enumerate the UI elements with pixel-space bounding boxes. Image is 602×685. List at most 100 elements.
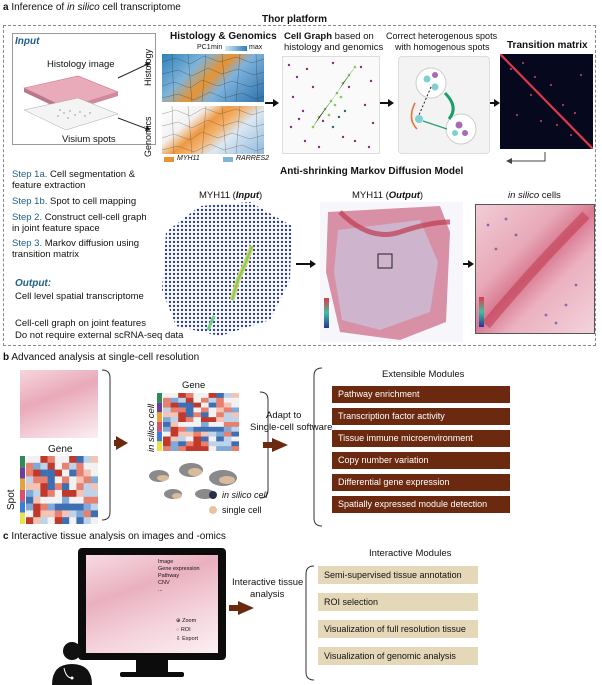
heatmap-cell (208, 417, 217, 423)
myh11-output-title: MYH11 (Output) (352, 190, 424, 201)
menu-more[interactable]: ... (158, 587, 163, 593)
menu-image[interactable]: Image (158, 559, 174, 565)
heatmap-cell (62, 483, 70, 491)
visium-spots-label: Visium spots (62, 134, 116, 145)
heatmap-cell (193, 431, 202, 437)
heatmap-cell (170, 436, 179, 442)
platform-title: Thor platform (262, 14, 327, 25)
heatmap-cell (90, 469, 98, 477)
transition-matrix-image (500, 54, 593, 149)
heatmap-cell (69, 483, 77, 491)
heatmap-cell (223, 431, 232, 437)
heatmap-cell (26, 476, 34, 484)
heatmap-cell (62, 503, 70, 511)
heatmap-cell (83, 483, 92, 491)
heatmap-cell (178, 446, 187, 451)
heatmap-cell (33, 496, 41, 504)
heatmap-cell (163, 402, 171, 408)
heatmap-cell (201, 417, 209, 423)
heatmap-cell (33, 476, 41, 484)
heatmap-cell (163, 412, 171, 418)
heatmap-cell (216, 422, 225, 428)
b-module-4: Differential gene expression (332, 474, 510, 491)
heatmap-cell (83, 496, 92, 504)
heatmap-cell (185, 422, 194, 428)
menu-gene-expression[interactable]: Gene expression (158, 566, 200, 572)
heatmap-cell (231, 402, 239, 408)
heatmap-cell (185, 446, 194, 451)
heatmap-cell (223, 422, 232, 428)
b-tissue-image (20, 370, 98, 438)
heatmap-cell (223, 407, 232, 413)
c-interactive-line1: Interactive tissue (232, 577, 304, 588)
heatmap-cell (170, 426, 179, 432)
heatmap-cell (223, 402, 232, 408)
heatmap-cell (223, 412, 232, 418)
heatmap-cell (83, 490, 92, 498)
heatmap-cell (33, 490, 41, 498)
b-legend-insilico: in silico cell (222, 490, 268, 500)
heatmap-cell (163, 407, 171, 413)
heatmap-cell (47, 490, 56, 498)
heatmap-cell (216, 407, 225, 413)
myh11-output-map (320, 202, 463, 342)
b-module-5: Spatially expressed module detection (332, 496, 510, 513)
tool-roi[interactable]: ◌ ROI (176, 627, 191, 633)
heatmap-cell (193, 393, 202, 399)
heatmap-cell (54, 517, 63, 524)
correct-spots-diagram (398, 56, 490, 154)
heatmap-cell (201, 446, 209, 451)
heatmap-cell (40, 490, 48, 498)
anti-shrinking-title: Anti-shrinking Markov Diffusion Model (280, 166, 464, 177)
pc1-label: PC1 (197, 44, 211, 51)
heatmap-cell (231, 441, 239, 447)
heatmap-cell (208, 397, 217, 403)
in-silico-cells-title: in silico cells (508, 190, 561, 201)
b-umap (143, 456, 245, 506)
heatmap-cell (208, 436, 217, 442)
heatmap-cell (163, 417, 171, 423)
output-text: Cell level spatial transcriptome (15, 291, 144, 302)
heatmap-cell (170, 417, 179, 423)
heatmap-cell (26, 517, 34, 524)
b-spot-label: Spot (6, 489, 17, 510)
heatmap-cell (62, 476, 70, 484)
heatmap-cell (193, 402, 202, 408)
heatmap-cell (163, 441, 171, 447)
zoom-icon: ⊕ (176, 618, 181, 624)
heatmap-cell (201, 441, 209, 447)
heatmap-cell (178, 431, 187, 437)
transition-matrix-title: Transition matrix (507, 40, 588, 51)
heatmap-cell (231, 426, 239, 432)
export-icon: ⇩ (176, 636, 181, 642)
max-label: max (249, 44, 263, 51)
heatmap-cell (83, 469, 92, 477)
heatmap-cell (54, 476, 63, 484)
section-b-title: b Advanced analysis at single-cell resol… (3, 352, 200, 363)
tool-export[interactable]: ⇩ Export (176, 636, 199, 642)
heatmap-cell (83, 503, 92, 511)
menu-pathway[interactable]: Pathway (158, 573, 180, 579)
step-1a: Step 1a. Cell segmentation & feature ext… (12, 169, 136, 191)
heatmap-cell (223, 441, 232, 447)
myh11-input-title: MYH11 (Input) (199, 190, 263, 201)
heatmap-cell (76, 510, 84, 518)
input-label: Input (15, 36, 40, 47)
heatmap-cell (170, 422, 179, 428)
heatmap-cell (83, 456, 92, 464)
heatmap-cell (201, 426, 209, 432)
heatmap-group-bar (157, 393, 162, 403)
heatmap-cell (40, 469, 48, 477)
b-in-silico-axis: in silico cell (146, 403, 157, 452)
heatmap-cell (223, 397, 232, 403)
heatmap-cell (26, 462, 34, 470)
heatmap-cell (40, 510, 48, 518)
menu-cnv[interactable]: CNV (158, 580, 170, 586)
tool-zoom[interactable]: ⊕ Zoom (176, 618, 197, 624)
heatmap-cell (90, 462, 98, 470)
heatmap-cell (185, 393, 194, 399)
heatmap-cell (76, 456, 84, 464)
heatmap-cell (54, 503, 63, 511)
gene2-swatch (223, 157, 233, 162)
heatmap-cell (208, 422, 217, 428)
